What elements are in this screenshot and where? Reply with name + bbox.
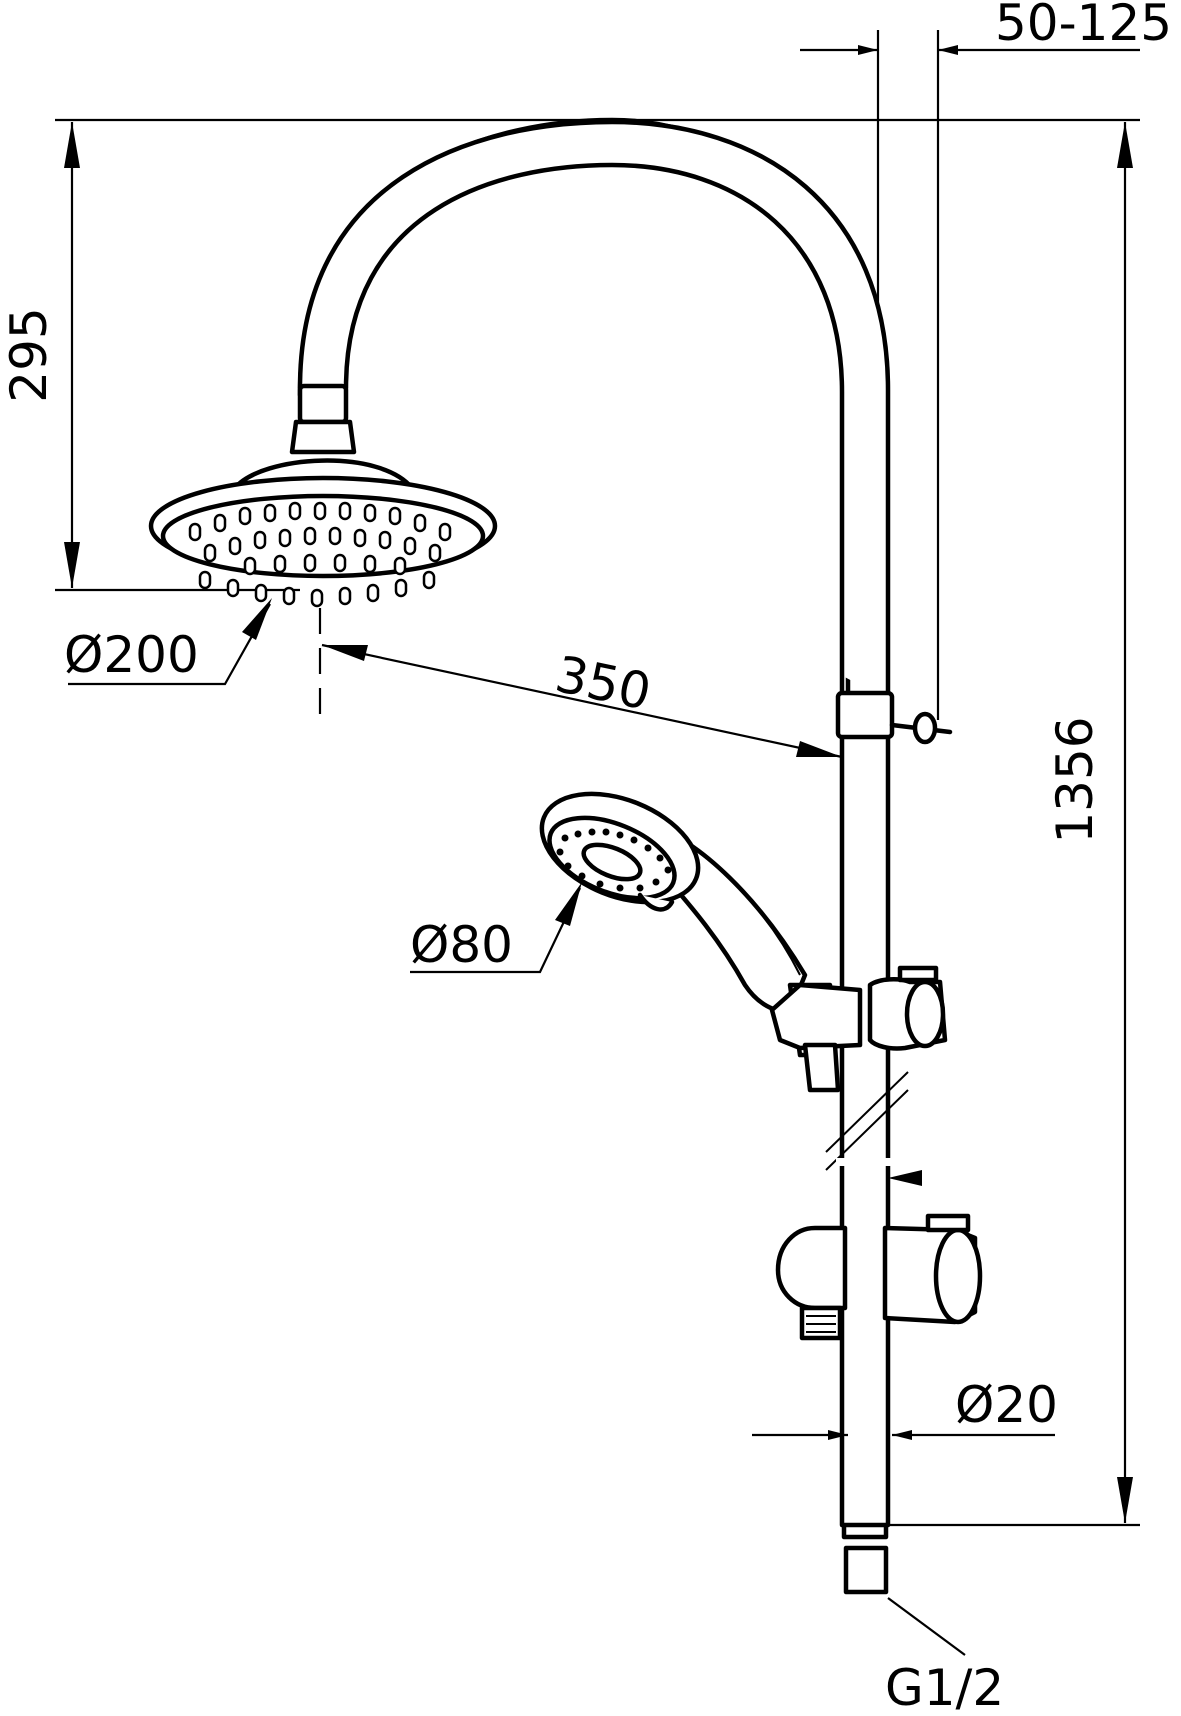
overhead-arm-outline (297, 119, 891, 703)
label-overhead-diameter: Ø200 (64, 626, 199, 684)
label-rail-diameter: Ø20 (955, 1376, 1058, 1434)
dimension-rail-diameter: Ø20 (752, 1376, 1058, 1440)
dimension-hand-shower-diameter: Ø80 (410, 882, 582, 974)
dimension-connection-thread: G1/2 (885, 1597, 1004, 1716)
label-hand-shower-diameter: Ø80 (410, 916, 513, 974)
spray-nozzles (188, 501, 452, 608)
dimension-overhead-diameter: Ø200 (64, 598, 272, 686)
label-arm-reach: 350 (551, 645, 656, 722)
dimension-overhead-height: 295 (0, 122, 80, 588)
lower-bracket (775, 1213, 983, 1341)
dimension-slider-offset: 50-125 (800, 0, 1172, 55)
label-total-height: 1356 (1046, 716, 1104, 843)
wall-bracket-screw (889, 711, 953, 745)
slider-holder (769, 965, 948, 1093)
shower-rail (825, 690, 953, 1595)
overhead-shower-head (148, 383, 498, 608)
hand-shower-nozzles (556, 828, 672, 892)
hand-shower (539, 791, 808, 1015)
label-slider-offset: 50-125 (995, 0, 1172, 52)
dimension-total-height: 1356 (1046, 122, 1133, 1523)
label-overhead-height: 295 (0, 307, 58, 402)
label-connection-thread: G1/2 (885, 1659, 1004, 1716)
